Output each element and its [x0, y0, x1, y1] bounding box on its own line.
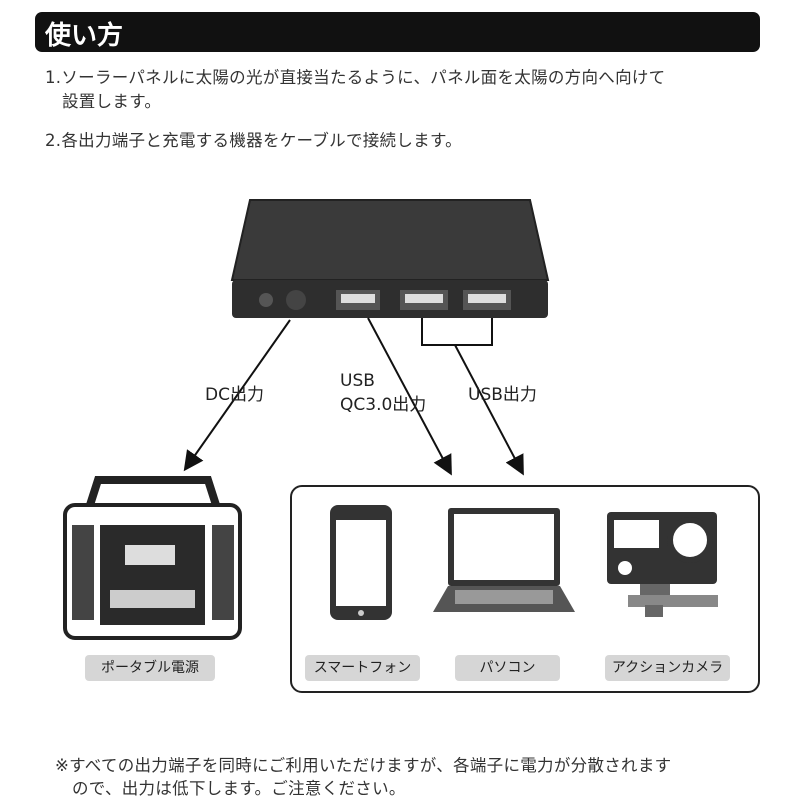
- device-label-smartphone: スマートフォン: [305, 655, 420, 681]
- usb-output-label: USB出力: [468, 385, 537, 405]
- section-header: 使い方: [35, 12, 760, 52]
- laptop-icon: [433, 508, 575, 612]
- device-label-laptop: パソコン: [455, 655, 560, 681]
- usb-qc-label-line-2: QC3.0出力: [340, 395, 427, 415]
- section-title: 使い方: [45, 21, 124, 51]
- usb-qc-label-line-1: USB: [340, 371, 375, 391]
- step-1-line-2: 設置します。: [62, 92, 162, 111]
- portable-power-station-icon: [63, 476, 242, 640]
- action-camera-icon: [607, 512, 718, 617]
- usb-devices-box: [290, 485, 760, 693]
- usb-qc-arrow: [367, 317, 452, 476]
- note-line-2: ので、出力は低下します。ご注意ください。: [72, 779, 406, 798]
- smartphone-icon: [330, 505, 392, 620]
- device-label-power-station: ポータブル電源: [85, 655, 215, 681]
- dc-output-label: DC出力: [205, 385, 264, 405]
- dc-arrow: [183, 319, 291, 472]
- usb-arrow: [454, 344, 524, 476]
- device-label-action-camera: アクションカメラ: [605, 655, 730, 681]
- step-2: 2.各出力端子と充電する機器をケーブルで接続します。: [45, 131, 462, 150]
- connection-arrows: [183, 317, 524, 476]
- note-line-1: ※すべての出力端子を同時にご利用いただけますが、各端子に電力が分散されます: [55, 756, 672, 775]
- solar-panel-hub-icon: [230, 199, 550, 318]
- step-1-line-1: 1.ソーラーパネルに太陽の光が直接当たるように、パネル面を太陽の方向へ向けて: [45, 68, 666, 87]
